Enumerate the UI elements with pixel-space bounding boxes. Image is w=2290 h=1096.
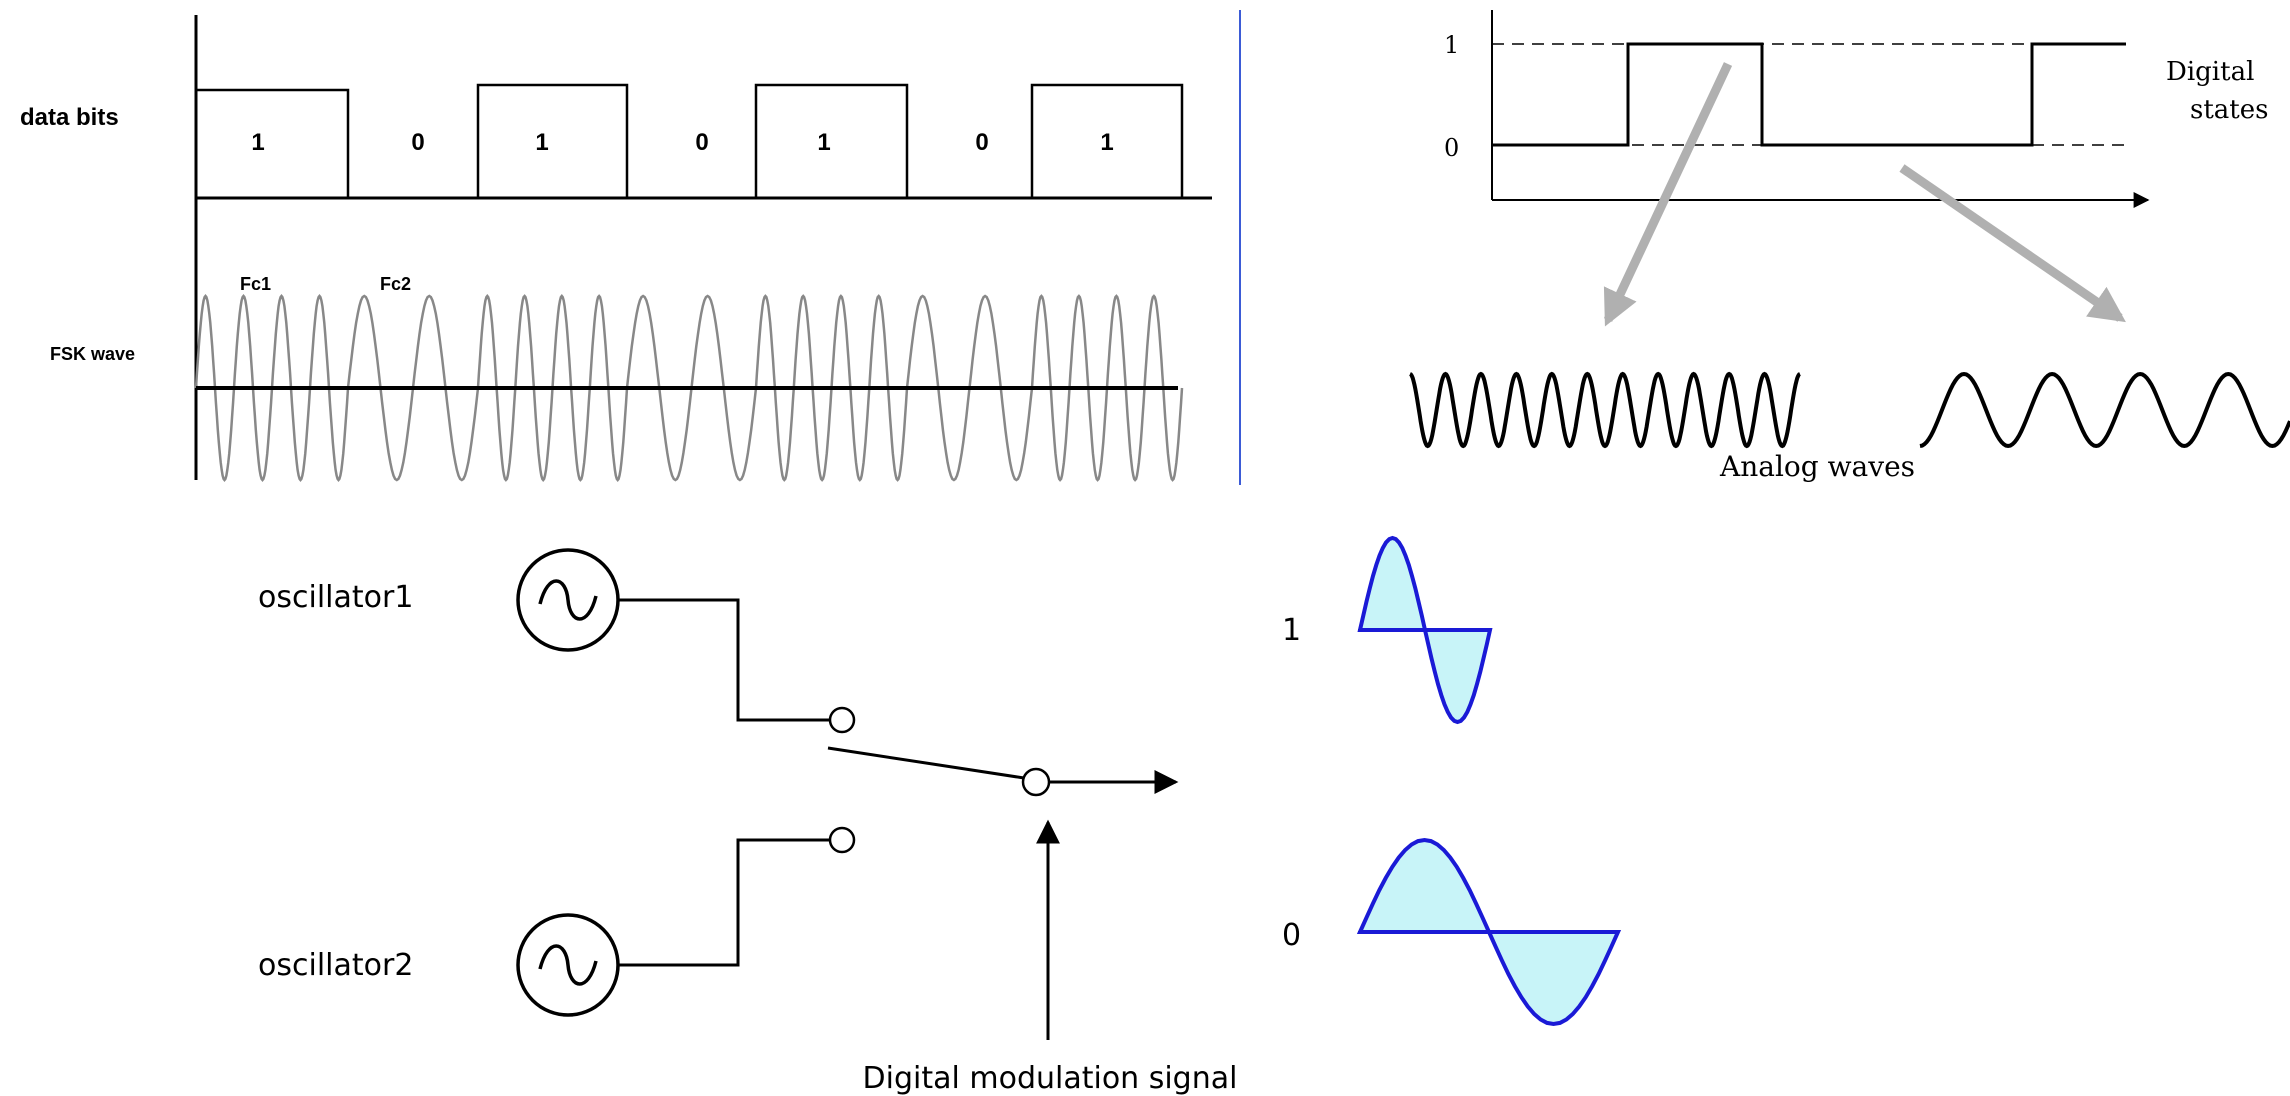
- bit-value: 0: [695, 129, 708, 156]
- level-1-label: 1: [1444, 31, 1459, 59]
- level-0-label: 0: [1444, 134, 1459, 162]
- oscillator1-wire: [618, 598, 832, 722]
- digital-states-caption: Digital: [2166, 57, 2254, 87]
- bit-value: 0: [975, 129, 988, 156]
- oscillator2-wire: [618, 838, 832, 967]
- analog-wave-high-frequency: [1409, 371, 1801, 449]
- sample-sine-bit-1: [1357, 535, 1493, 725]
- mapping-arrow-to-high-freq: [1603, 62, 1733, 327]
- digital-states-caption: states: [2190, 95, 2268, 125]
- digital-state-waveform: [1492, 42, 2126, 147]
- bit-value: 0: [411, 129, 424, 156]
- fsk-panel: data bits 1 0 1 0 1 0 1 FSK wave Fc1 Fc2: [20, 15, 1212, 482]
- states-panel: 1 0 Digital states Analog waves: [1409, 10, 2290, 483]
- digital-modulation-signal-label: Digital modulation signal: [863, 1061, 1238, 1096]
- ac-source-icon: [516, 913, 620, 1017]
- analog-waves-caption: Analog waves: [1719, 450, 1915, 483]
- data-bits-label: data bits: [20, 104, 119, 131]
- carrier-fc2-label: Fc2: [380, 274, 411, 294]
- sample-0-label: 0: [1282, 918, 1301, 953]
- switch-contact-1: [828, 706, 856, 734]
- mapping-arrow-to-low-freq: [1899, 164, 2126, 323]
- bit-value: 1: [1100, 129, 1113, 156]
- oscillator1-label: oscillator1: [258, 580, 413, 615]
- fsk-wave-label: FSK wave: [50, 344, 135, 364]
- sample-1-label: 1: [1282, 613, 1301, 648]
- bit-value: 1: [817, 129, 830, 156]
- analog-wave-low-frequency: [1919, 371, 2290, 449]
- bit-value: 1: [251, 129, 264, 156]
- switch-lever: [827, 746, 1025, 780]
- bit-value: 1: [535, 129, 548, 156]
- switch-contact-2: [828, 826, 856, 854]
- switch-pivot: [1021, 767, 1051, 797]
- switch-panel: oscillator1 oscillator2 Digital modulati…: [258, 535, 1622, 1096]
- oscillator2-label: oscillator2: [258, 948, 413, 983]
- ac-source-icon: [516, 548, 620, 652]
- carrier-fc1-label: Fc1: [240, 274, 271, 294]
- sample-sine-bit-0: [1356, 837, 1622, 1027]
